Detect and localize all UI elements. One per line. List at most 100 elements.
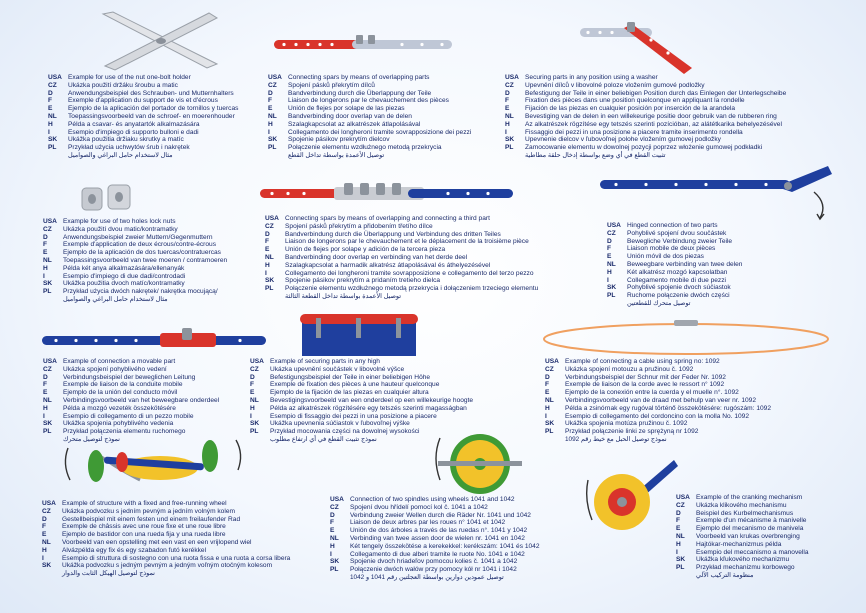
- language-code: NL: [545, 396, 554, 404]
- language-code: CZ: [42, 507, 51, 515]
- caption-text: Spojení pásků překrytím dílců: [288, 81, 375, 89]
- language-code: I: [545, 412, 547, 420]
- arabic-caption: توصيل الأعمدة بواسطة تداخل القطعة الثالث…: [285, 292, 401, 300]
- caption-text: Példa az alkatrészek rögzítésére egy tet…: [270, 404, 467, 412]
- caption-text: Ejemplo de la aplicación del portador de…: [68, 105, 239, 113]
- caption-text: Esempio di collegamento del cordoncino c…: [565, 412, 750, 420]
- caption-text: Połączenie dwóch wałów przy pomocy kół n…: [350, 566, 517, 574]
- caption-line: I Esempio di collegamento del cordoncino …: [545, 413, 771, 421]
- language-code: D: [42, 515, 47, 523]
- arabic-caption: توصيل متحرك للقطعتين: [627, 299, 691, 307]
- language-code: PL: [43, 428, 52, 436]
- language-code: E: [607, 253, 612, 261]
- language-code: CZ: [607, 229, 616, 237]
- caption-text: Verbindingsvoorbeeld van het beweegbare …: [63, 396, 220, 404]
- language-code: E: [42, 531, 47, 539]
- language-code: I: [43, 412, 45, 420]
- caption-text: Verbindungsbeispiel der Schnur mit der F…: [565, 373, 726, 381]
- language-code: SK: [43, 420, 53, 428]
- caption-text: Liaison de deux arbres par les roues n° …: [350, 519, 506, 527]
- caption-text: Verbindungsbeispiel der beweglichen Leit…: [63, 373, 196, 381]
- language-code: D: [330, 511, 335, 519]
- caption-text: Collegamento dei longheroni tramite sovr…: [288, 128, 472, 136]
- caption-text: Bandverbinding door overlap van de delen: [288, 112, 412, 120]
- caption-text: Szalagkapcsolat az alkatrészek átlapolás…: [288, 120, 421, 128]
- caption-text: Két tengely összekötése a kerekekkel: ke…: [350, 542, 540, 550]
- caption-text: Connecting spars by means of overlapping…: [288, 74, 430, 81]
- language-code: F: [265, 238, 270, 246]
- caption-text: Ukážka spojenia motúza pružinou č. 1092: [565, 420, 688, 428]
- language-code: SK: [265, 277, 275, 285]
- caption-text: Exemple de châssis avec une roue fixe et…: [62, 523, 226, 531]
- language-code: F: [42, 523, 47, 531]
- caption-text: Upevnění dílců v libovolné poloze vložen…: [525, 81, 705, 89]
- arabic-caption: نموذج لتوصيل متحرك: [63, 435, 120, 443]
- language-code: CZ: [330, 503, 339, 511]
- caption-text: Ukázka spojení motouzu a pružinou č. 109…: [565, 365, 694, 373]
- caption-text: Przykład połączenia elementu ruchomego: [63, 428, 186, 436]
- language-code: D: [607, 237, 612, 245]
- caption-text: Przykład mocowania części na dowolnej wy…: [270, 428, 420, 436]
- language-code: CZ: [265, 222, 274, 230]
- language-code: D: [43, 373, 48, 381]
- caption-text: Połączenie elementu wzdłużnego metodą pr…: [288, 144, 442, 152]
- securing-height-illustration: [300, 314, 418, 356]
- language-code: H: [265, 261, 270, 269]
- caption-line: NL Verbindingsvoorbeeld van de draad met …: [545, 397, 771, 405]
- caption-line: PL Przykład połączenia elementu ruchomego: [43, 428, 219, 436]
- language-code: NL: [330, 534, 339, 542]
- language-code: NL: [43, 256, 52, 264]
- language-code: F: [676, 517, 681, 525]
- caption-text: Ukážka podvozku s jedným pevným a jedným…: [62, 562, 273, 570]
- language-code: D: [250, 373, 255, 381]
- language-code: PL: [607, 292, 616, 300]
- caption-text: Unión de dos árboles a través de las rue…: [350, 527, 528, 535]
- caption-text: Collegamento mobile di due pezzi: [627, 276, 726, 284]
- language-code: NL: [250, 396, 259, 404]
- arabic-caption: مثال لاستخدام حامل البراغي والصواميل: [63, 295, 168, 303]
- language-code: CZ: [268, 81, 277, 89]
- language-code: D: [265, 230, 270, 238]
- language-code: I: [43, 272, 45, 280]
- wheel-structure-illustration: [64, 439, 242, 482]
- caption-text: Ukázka klikového mechanismu: [696, 501, 787, 509]
- caption-text: Verbindingsvoorbeeld van de draad met be…: [565, 396, 756, 404]
- caption-text: Beweegbare verbinding van twee delen: [627, 260, 743, 268]
- language-code: SK: [268, 136, 278, 144]
- caption-text: Connecting spars by means of overlapping…: [285, 215, 490, 222]
- caption-text: Ejemplo del mecanismo de manivela: [696, 525, 804, 533]
- caption-text: Połączenie elementu wzdłużnego metodą pr…: [285, 285, 539, 293]
- language-code: I: [676, 548, 678, 556]
- caption-text: Przykład użycia dwóch nakrętek/ nakrętka…: [63, 288, 218, 296]
